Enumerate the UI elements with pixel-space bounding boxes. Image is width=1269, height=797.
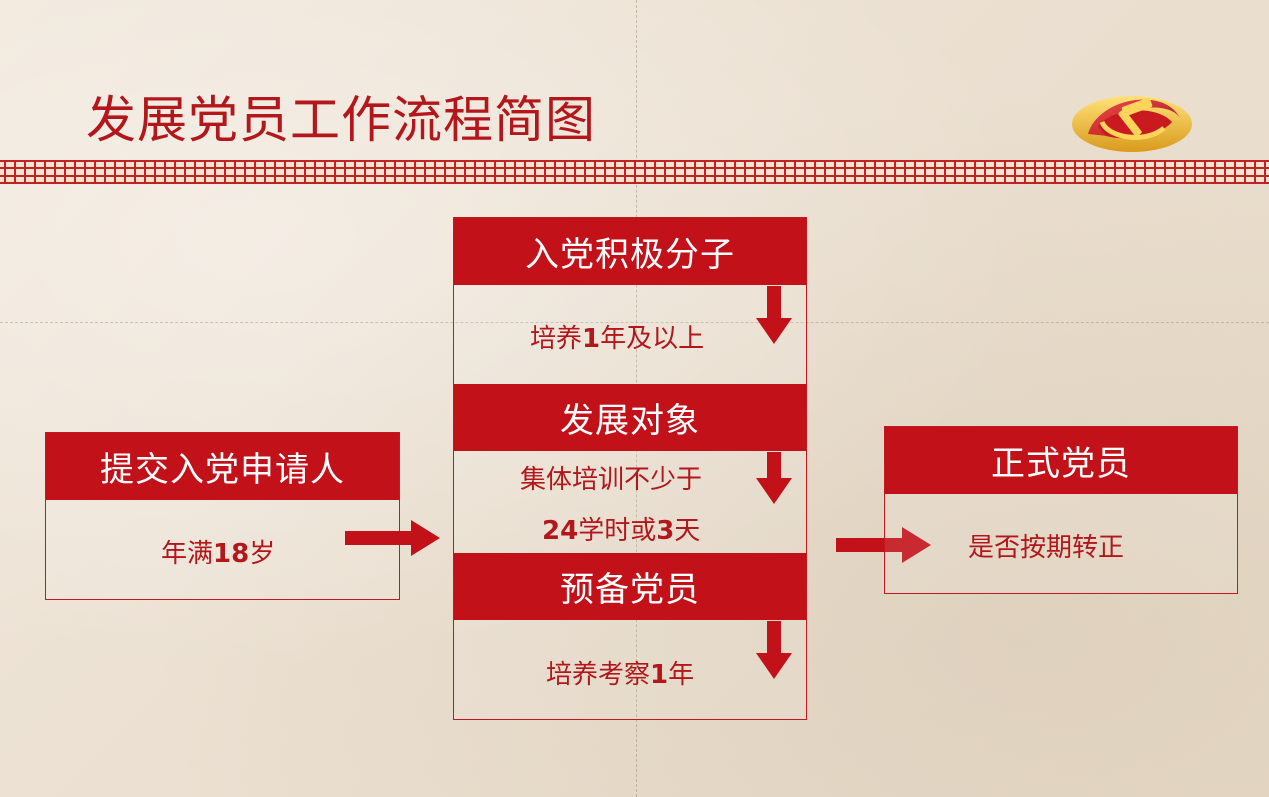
stages-box: 入党积极分子 培养1年及以上 发展对象 集体培训不少于 24学时或3天 预备党员…	[453, 217, 807, 720]
arrow-down-icon	[756, 286, 792, 344]
stage-activist-header: 入党积极分子	[454, 218, 806, 285]
arrow-down-icon	[756, 621, 792, 679]
stage-probationary-note: 培养考察1年	[546, 660, 695, 690]
stage-candidate-note-line2: 24学时或3天	[542, 516, 701, 546]
stage-candidate-header: 发展对象	[454, 384, 806, 451]
applicant-box: 提交入党申请人 年满18岁	[45, 432, 400, 600]
full-member-header: 正式党员	[885, 427, 1237, 494]
full-member-condition: 是否按期转正	[968, 533, 1125, 563]
stage-candidate-note-line1: 集体培训不少于	[520, 465, 703, 495]
applicant-condition: 年满18岁	[161, 539, 276, 569]
arrow-right-icon	[345, 520, 440, 556]
stage-probationary-header: 预备党员	[454, 553, 806, 620]
arrow-down-icon	[756, 452, 792, 504]
stage-activist-note: 培养1年及以上	[530, 324, 705, 354]
arrow-right-icon	[836, 527, 931, 563]
applicant-header: 提交入党申请人	[46, 433, 399, 500]
guide-line-horizontal	[0, 322, 1269, 323]
page-title: 发展党员工作流程简图	[86, 91, 596, 149]
decorative-meander-band	[0, 160, 1269, 184]
party-emblem-icon	[1072, 96, 1192, 152]
full-member-box: 正式党员 是否按期转正	[884, 426, 1238, 594]
